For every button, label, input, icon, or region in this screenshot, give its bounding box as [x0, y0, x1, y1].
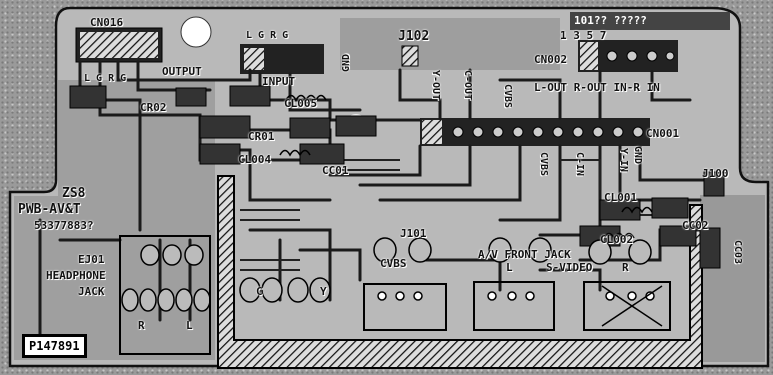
j101-label: J101	[400, 227, 427, 240]
mounting-hole	[180, 16, 212, 48]
cn016-pins	[80, 32, 158, 58]
cvbs-label: CVBS	[380, 257, 407, 270]
board-code: ZS8	[62, 186, 86, 201]
output-label: OUTPUT	[162, 65, 202, 78]
j102-label: J102	[398, 29, 430, 44]
headphone-r-label: R	[138, 319, 145, 332]
trace-gnd-label: GND	[632, 146, 643, 165]
headphone-l-label: L	[186, 319, 193, 332]
cr02-label: CR02	[140, 101, 167, 114]
cn002-pads	[606, 50, 675, 62]
board-name: PWB-AV&T	[18, 202, 81, 217]
jack-label: JACK	[78, 285, 105, 298]
jack-r-label: R	[622, 261, 629, 274]
jack-l-label: L	[506, 261, 513, 274]
cc03-label: CC03	[732, 240, 743, 265]
cl004-label: CL004	[238, 153, 272, 166]
cc02-label: CC02	[682, 219, 709, 232]
hatched-jack-frame	[217, 175, 703, 369]
j102-body	[401, 45, 419, 67]
cn001-label: CN001	[646, 127, 680, 140]
part-number-box: P147891	[22, 334, 87, 358]
cc01-label: CC01	[322, 164, 349, 177]
av-front-jack-label: A/V FRONT JACK	[478, 248, 571, 261]
trace-cvbs-out-label: CVBS	[538, 152, 549, 177]
trace-cvbs-label: CVBS	[502, 84, 513, 109]
input-pin-hatch	[244, 48, 264, 70]
component-bodies	[69, 85, 725, 269]
trace-c-out-label: C-OUT	[462, 70, 473, 101]
cn002-pin-hatch	[580, 42, 598, 70]
trace-y-label: Y	[320, 285, 327, 298]
cn002-pin-numbers: 1 3 5 7	[560, 29, 607, 42]
cl005-label: CL005	[284, 97, 318, 110]
s-video-label: S-VIDEO	[546, 261, 593, 274]
cn016-label: CN016	[90, 16, 124, 29]
jack-outlines	[119, 235, 671, 355]
jack-cross	[601, 285, 663, 327]
output-pin-labels: L G R G	[84, 73, 127, 84]
trace-y-out-label: Y-OUT	[430, 70, 441, 101]
trace-c-in-label: C-IN	[574, 152, 585, 177]
trace-c-label: C	[256, 285, 263, 298]
cl002-label: CL002	[600, 233, 634, 246]
inductor-coils	[279, 94, 653, 240]
headphone-label: HEADPHONE	[46, 269, 106, 282]
cn002-label: CN002	[534, 53, 568, 66]
trace-y-in-label: Y-IN	[618, 148, 629, 173]
j100-label: J100	[702, 167, 729, 180]
cn001-pads	[452, 126, 644, 138]
top-right-code: 101?? ?????	[574, 14, 647, 27]
input-label: INPUT	[262, 75, 296, 88]
cn002-signal-labels: L-OUT R-OUT IN-R IN	[534, 81, 660, 94]
ej01-label: EJ01	[78, 253, 105, 266]
cn001-pin-hatch	[422, 120, 442, 144]
input-pin-labels: L G R G	[246, 30, 289, 41]
board-serial: 53377883?	[34, 219, 94, 232]
top-right-label-block	[570, 12, 730, 30]
cr01-label: CR01	[248, 130, 275, 143]
component-pads	[121, 237, 652, 312]
copper-zone-right	[700, 195, 765, 362]
gnd-label: GND	[341, 53, 352, 72]
cl001-label: CL001	[604, 191, 638, 204]
copper-zone-top	[340, 18, 560, 70]
